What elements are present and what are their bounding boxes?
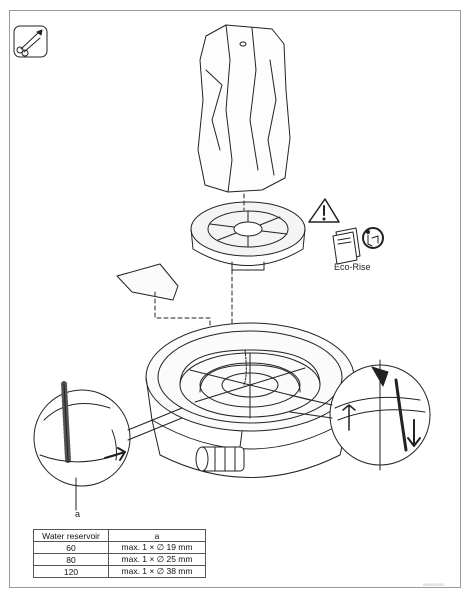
table-row: 60 max. 1 × ∅ 19 mm bbox=[33, 541, 206, 554]
callout-a-label: a bbox=[75, 509, 81, 519]
reservoir-size-cell: 60 bbox=[33, 541, 109, 554]
image-code: W00000000 bbox=[423, 582, 445, 587]
table-row: 80 max. 1 × ∅ 25 mm bbox=[33, 553, 206, 566]
pump bbox=[195, 431, 245, 472]
tile-piece bbox=[116, 263, 179, 301]
hose-detail-right bbox=[289, 359, 431, 471]
header-water-reservoir: Water reservoir bbox=[33, 529, 109, 542]
reservoir-size-cell: 120 bbox=[33, 565, 109, 578]
reservoir-size-cell: 80 bbox=[33, 553, 109, 566]
hose-detail-left bbox=[33, 381, 183, 511]
water-reservoir bbox=[145, 322, 355, 478]
max-diameter-cell: max. 1 × ∅ 38 mm bbox=[108, 565, 206, 578]
page-frame bbox=[9, 10, 461, 588]
table-row: 120 max. 1 × ∅ 38 mm bbox=[33, 565, 206, 578]
table-header-row: Water reservoir a bbox=[33, 529, 206, 542]
eco-rise-label: Eco-Rise bbox=[334, 262, 371, 272]
read-manual-icon bbox=[362, 227, 384, 249]
max-diameter-cell: max. 1 × ∅ 25 mm bbox=[108, 553, 206, 566]
hose-diameter-table: Water reservoir a 60 max. 1 × ∅ 19 mm 80… bbox=[33, 529, 206, 578]
header-a: a bbox=[108, 529, 206, 542]
max-diameter-cell: max. 1 × ∅ 19 mm bbox=[108, 541, 206, 554]
wrapped-cover bbox=[197, 24, 291, 193]
scissors-tool-icon bbox=[13, 25, 48, 58]
reservoir-lid bbox=[190, 201, 306, 271]
warning-triangle-icon bbox=[308, 198, 340, 223]
manual-booklet-icon bbox=[332, 227, 361, 265]
